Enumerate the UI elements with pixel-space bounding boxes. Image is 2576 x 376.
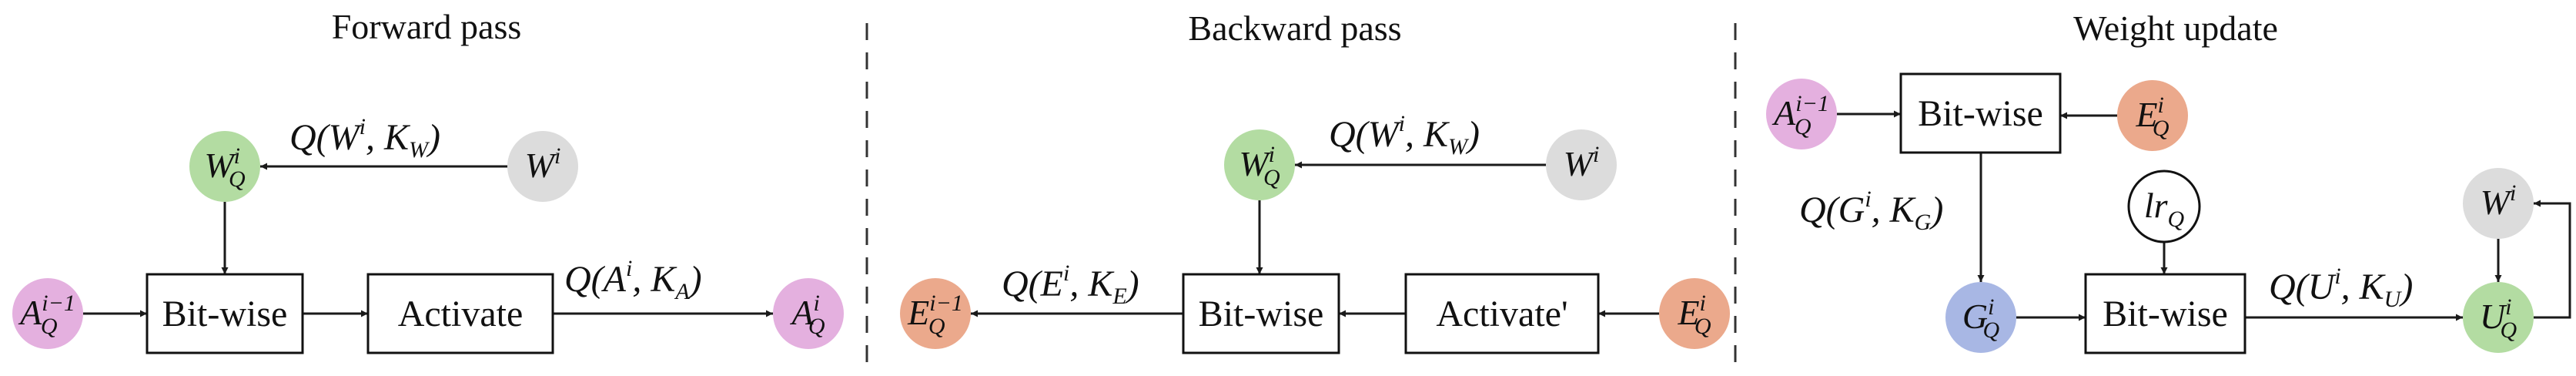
bitwise-box: Bit-wise	[1899, 72, 2062, 154]
node-symbol: Wi	[525, 143, 561, 185]
node-symbol: lrQ	[2144, 186, 2185, 232]
backward-pass-title: Backward pass	[1188, 8, 1401, 48]
bitwise-box: Bit-wise	[2084, 273, 2246, 354]
node-symbol: Wi	[1564, 142, 1600, 183]
node-w-i: Wi	[507, 131, 578, 202]
box-label: Bit-wise	[162, 294, 288, 334]
quantization-label: Q(Gi, KG)	[1799, 186, 1943, 235]
activate-box: Activate	[366, 273, 554, 354]
quantization-labels: Q(Wi, KW) Q(Ai, KA) Q(Wi, KW) Q(Ei, KE) Q(Gi…	[289, 111, 2413, 312]
edges	[83, 110, 2571, 321]
box-label: Bit-wise	[2103, 294, 2228, 334]
node-symbol: Wi	[2481, 180, 2517, 222]
activate-box: Activate'	[1404, 273, 1600, 354]
quantization-label: Q(Wi, KW)	[289, 114, 440, 163]
box-label: Activate	[398, 294, 524, 334]
node-w-i: Wi	[2463, 168, 2534, 239]
forward-pass-title: Forward pass	[332, 7, 522, 46]
quantization-label: Q(Ai, KA)	[564, 256, 702, 304]
node-lr-q: lrQ	[2127, 170, 2201, 243]
weight-update-title: Weight update	[2073, 8, 2278, 48]
box-label: Bit-wise	[1918, 93, 2043, 134]
quantization-label: Q(Ui, KU)	[2269, 264, 2413, 312]
wu-edge-uq-loop-to-w	[2534, 200, 2571, 319]
box-label: Activate'	[1436, 294, 1567, 334]
bitwise-box: Bit-wise	[146, 273, 304, 354]
bitwise-box: Bit-wise	[1182, 273, 1340, 354]
quantization-label: Q(Ei, KE)	[1002, 260, 1139, 309]
node-w-i: Wi	[1546, 129, 1617, 200]
quantization-label: Q(Wi, KW)	[1329, 111, 1480, 159]
box-label: Bit-wise	[1199, 294, 1324, 334]
